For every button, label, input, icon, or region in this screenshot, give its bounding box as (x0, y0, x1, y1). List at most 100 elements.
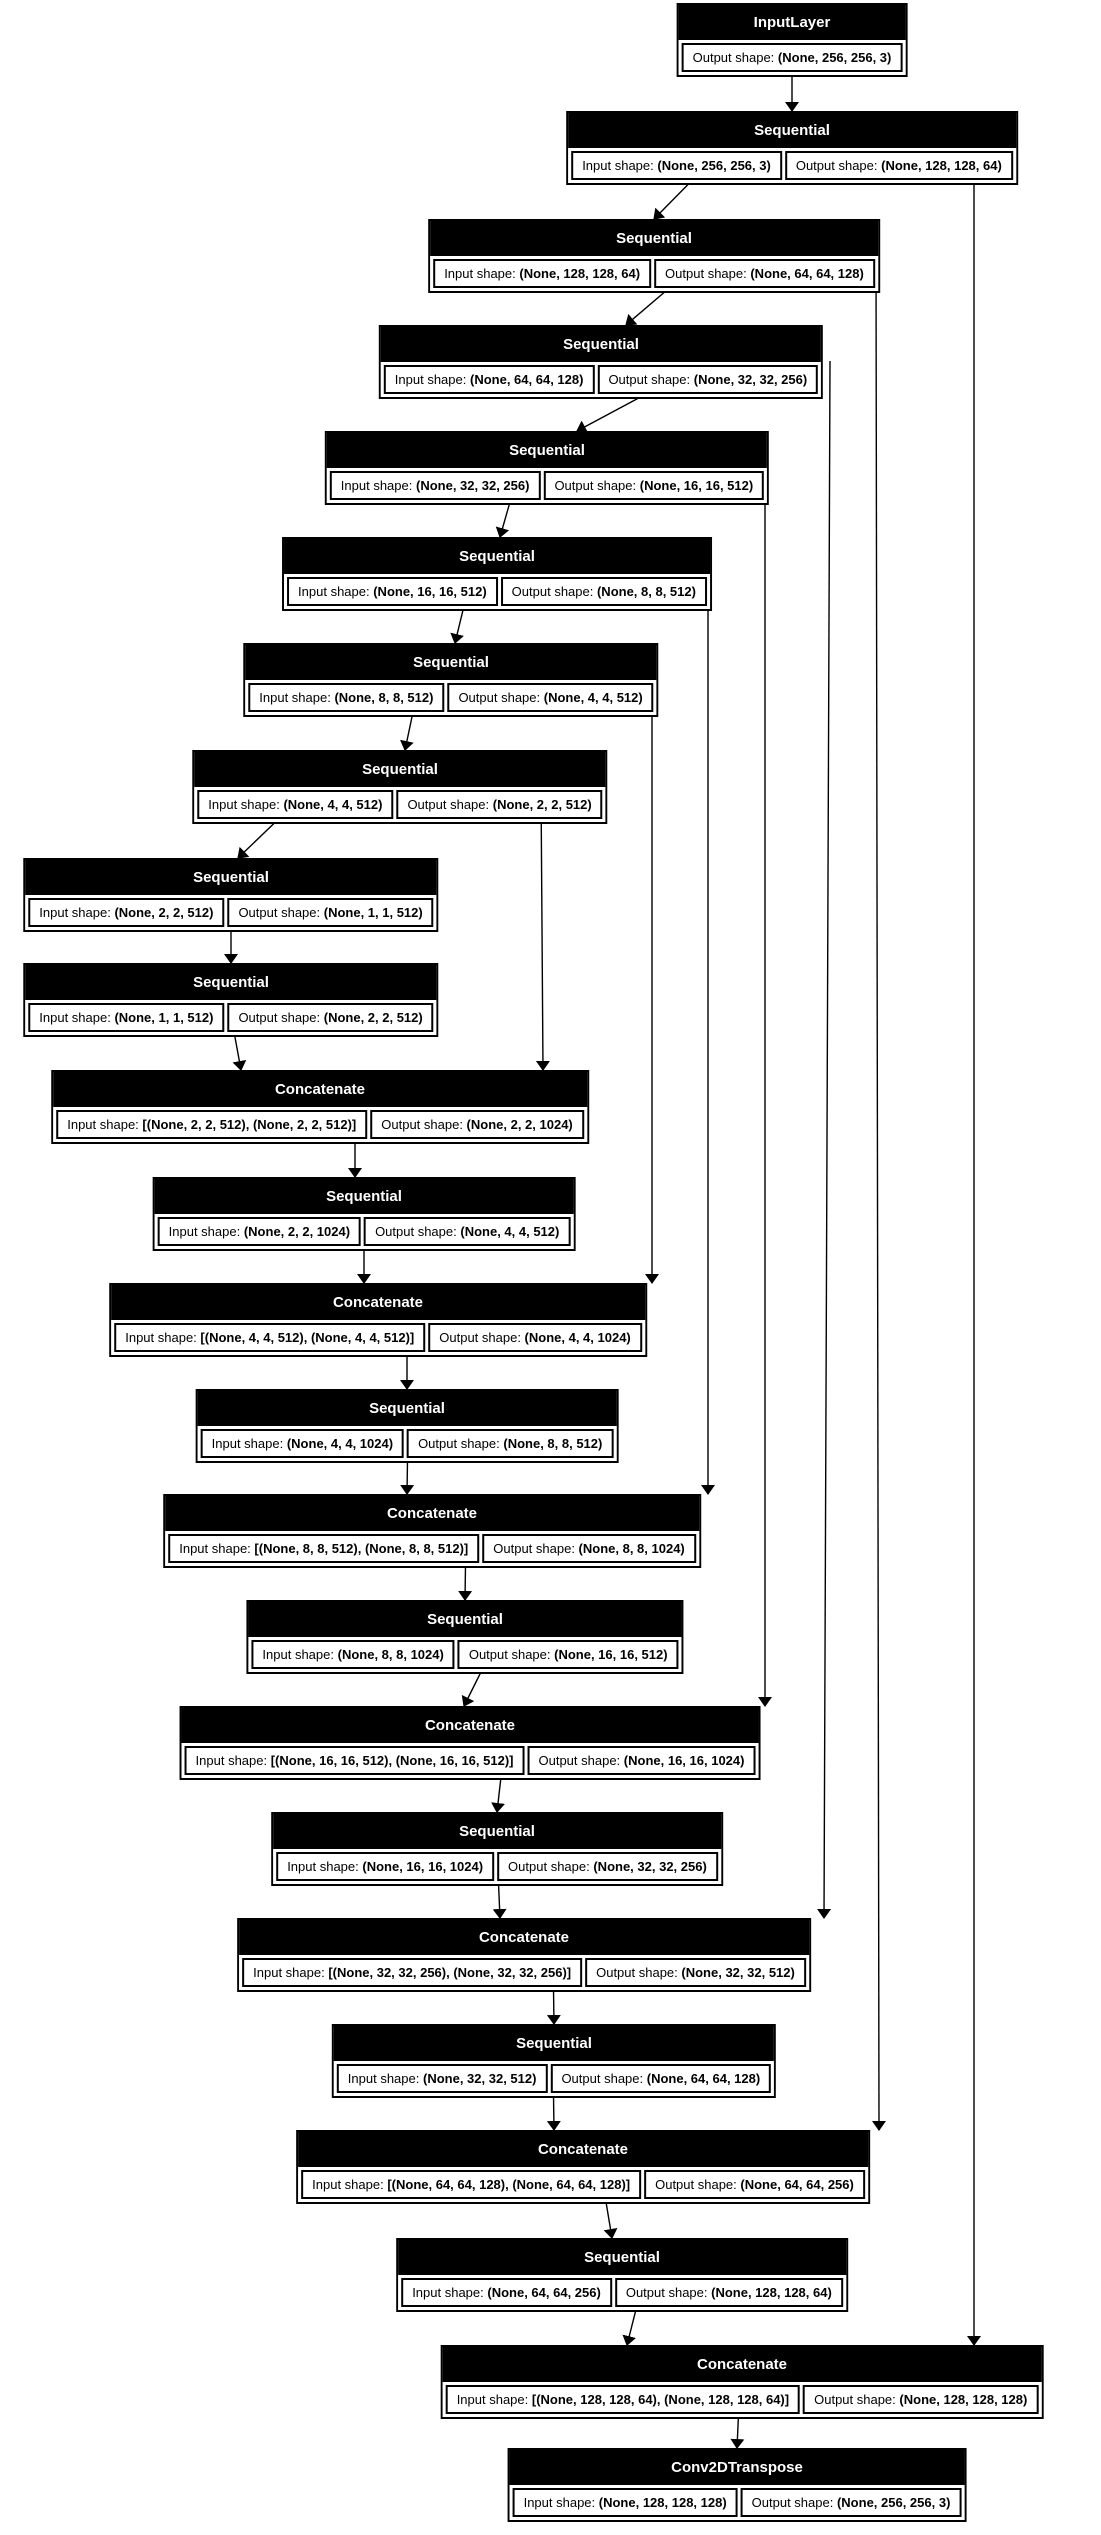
input-shape-cell: Input shape: (None, 64, 64, 128) (383, 365, 595, 394)
output-shape-cell: Output shape: (None, 8, 8, 1024) (482, 1534, 696, 1563)
layer-type-title: Conv2DTranspose (509, 2450, 965, 2485)
input-shape-cell: Input shape: [(None, 64, 64, 128), (None… (301, 2170, 642, 2199)
input-shape-cell: Input shape: (None, 32, 32, 256) (329, 471, 541, 500)
shape-label: Output shape: (508, 1859, 590, 1874)
output-shape-cell: Output shape: (None, 1, 1, 512) (227, 898, 434, 927)
shape-label: Input shape: (262, 1647, 334, 1662)
shape-label: Input shape: (195, 1753, 268, 1768)
shape-label: Input shape: (412, 2285, 484, 2300)
shape-label: Input shape: (312, 2177, 384, 2192)
layer-type-title: Sequential (245, 645, 657, 680)
input-shape-cell: Input shape: (None, 8, 8, 1024) (251, 1640, 455, 1669)
shape-label: Output shape: (625, 2285, 708, 2300)
shape-label: Input shape: (211, 1436, 284, 1451)
shape-row: Output shape: (None, 256, 256, 3) (678, 40, 906, 75)
edge-seq_7-to-concat_1 (535, 785, 550, 1071)
input-shape-cell: Input shape: (None, 16, 16, 512) (287, 577, 498, 606)
input-shape-cell: Input shape: (None, 1, 1, 512) (28, 1003, 225, 1032)
shape-row: Input shape: (None, 8, 8, 1024)Output sh… (248, 1637, 682, 1672)
layer-type-title: Sequential (25, 860, 437, 895)
shape-row: Input shape: [(None, 16, 16, 512), (None… (181, 1743, 759, 1778)
shape-value: (None, 2, 2, 512) (492, 797, 592, 812)
shape-label: Input shape: (39, 1010, 111, 1025)
layer-type-title: Sequential (273, 1814, 721, 1849)
layer-type-title: Concatenate (298, 2132, 868, 2167)
layer-type-title: Sequential (398, 2240, 846, 2275)
shape-label: Output shape: (381, 1117, 463, 1132)
output-shape-cell: Output shape: (None, 64, 64, 128) (654, 259, 875, 288)
layer-type-title: Sequential (154, 1179, 574, 1214)
shape-value: (None, 64, 64, 128) (646, 2071, 761, 2086)
output-shape-cell: Output shape: (None, 32, 32, 256) (497, 1852, 718, 1881)
shape-value: (None, 128, 128, 64) (711, 2285, 832, 2300)
shape-row: Input shape: [(None, 8, 8, 512), (None, … (165, 1531, 699, 1566)
output-shape-cell: Output shape: (None, 2, 2, 512) (227, 1003, 434, 1032)
output-shape-cell: Output shape: (None, 2, 2, 1024) (370, 1110, 584, 1139)
output-shape-cell: Output shape: (None, 16, 16, 1024) (527, 1746, 756, 1775)
shape-value: (None, 64, 64, 128) (750, 266, 864, 281)
input-shape-cell: Input shape: (None, 2, 2, 1024) (157, 1217, 362, 1246)
shape-row: Input shape: (None, 32, 32, 256)Output s… (326, 468, 768, 503)
shape-label: Output shape: (655, 2177, 737, 2192)
shape-label: Output shape: (493, 1541, 575, 1556)
output-shape-cell: Output shape: (None, 256, 256, 3) (681, 43, 903, 72)
shape-label: Output shape: (665, 266, 747, 281)
shape-value: (None, 256, 256, 3) (836, 2495, 951, 2510)
shape-label: Input shape: (340, 478, 413, 493)
shape-row: Input shape: (None, 2, 2, 1024)Output sh… (154, 1214, 574, 1249)
shape-label: Output shape: (814, 2392, 896, 2407)
shape-row: Input shape: [(None, 4, 4, 512), (None, … (111, 1320, 645, 1355)
shape-value: [(None, 32, 32, 256), (None, 32, 32, 256… (328, 1965, 572, 1980)
shape-label: Input shape: (582, 158, 654, 173)
input-shape-cell: Input shape: (None, 64, 64, 256) (401, 2278, 612, 2307)
shape-value: (None, 2, 2, 512) (114, 905, 214, 920)
shape-row: Input shape: (None, 4, 4, 512)Output sha… (194, 787, 606, 822)
shape-label: Output shape: (692, 50, 775, 65)
edge-seq_3-to-concat_5 (817, 360, 832, 1919)
shape-row: Input shape: [(None, 128, 128, 64), (Non… (442, 2382, 1042, 2417)
shape-label: Input shape: (523, 2495, 596, 2510)
shape-value: [(None, 2, 2, 512), (None, 2, 2, 512)] (142, 1117, 357, 1132)
shape-value: (None, 128, 128, 64) (519, 266, 641, 281)
edge-seq_2-to-concat_6 (871, 254, 886, 2131)
layer-type-title: Concatenate (442, 2347, 1042, 2382)
shape-value: (None, 32, 32, 512) (422, 2071, 537, 2086)
input-shape-cell: Input shape: (None, 8, 8, 512) (248, 683, 445, 712)
input-shape-cell: Input shape: (None, 2, 2, 512) (28, 898, 225, 927)
shape-value: (None, 128, 128, 128) (598, 2495, 727, 2510)
shape-row: Input shape: (None, 128, 128, 64) Output … (430, 256, 878, 291)
layer-type-title: Sequential (25, 965, 437, 1000)
shape-value: (None, 64, 64, 256) (740, 2177, 854, 2192)
shape-value: (None, 1, 1, 512) (323, 905, 423, 920)
shape-value: (None, 2, 2, 512) (323, 1010, 423, 1025)
output-shape-cell: Output shape: (None, 256, 256, 3) (740, 2488, 962, 2517)
input-shape-cell: Input shape: [(None, 32, 32, 256), (None… (242, 1958, 583, 1987)
shape-label: Output shape: (511, 584, 594, 599)
layer-type-title: Sequential (284, 539, 710, 574)
layer-type-title: Sequential (248, 1602, 682, 1637)
shape-label: Output shape: (538, 1753, 621, 1768)
shape-row: Input shape: (None, 16, 16, 1024)Output … (273, 1849, 721, 1884)
shape-value: (None, 32, 32, 256) (593, 1859, 707, 1874)
shape-value: (None, 8, 8, 1024) (337, 1647, 444, 1662)
shape-label: Input shape: (179, 1541, 251, 1556)
shape-row: Input shape: (None, 1, 1, 512)Output sha… (25, 1000, 437, 1035)
layer-type-title: Concatenate (181, 1708, 759, 1743)
output-shape-cell: Output shape: (None, 4, 4, 512) (364, 1217, 571, 1246)
shape-label: Input shape: (444, 266, 516, 281)
shape-value: (None, 4, 4, 1024) (524, 1330, 631, 1345)
layer-type-title: Sequential (194, 752, 606, 787)
layer-type-title: InputLayer (678, 5, 906, 40)
